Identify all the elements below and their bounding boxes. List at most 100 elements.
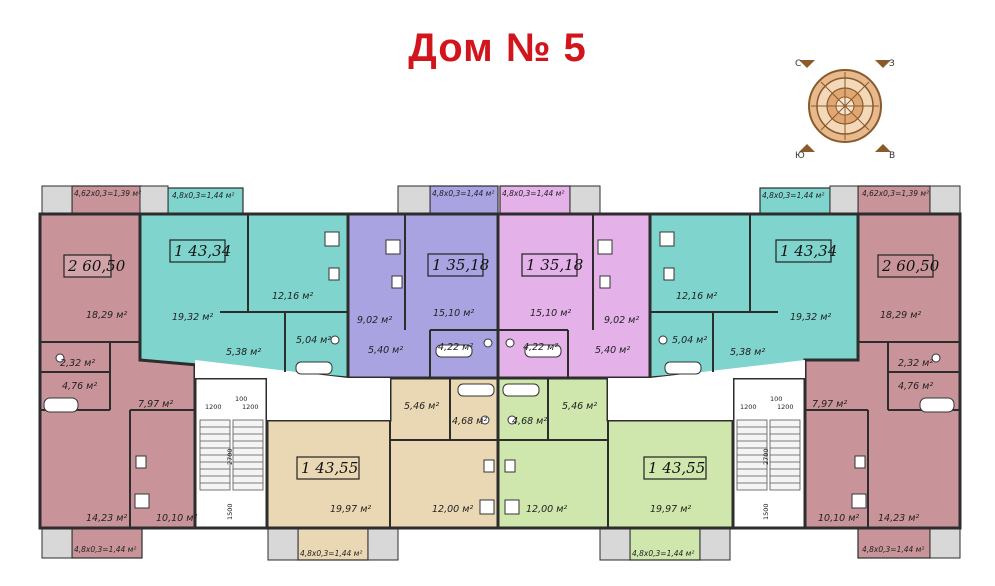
compass-letter: В [889, 151, 895, 161]
dimension-label: 1200 [740, 403, 757, 411]
dimension-label: 1500 [226, 503, 234, 520]
room-area: 4,76 м² [62, 381, 97, 392]
stairs [199, 419, 801, 491]
toilet-icon [55, 353, 65, 363]
apartment-label-a8: 1 43,55 [648, 459, 705, 477]
plan-title: Дом № 5 [408, 26, 587, 70]
balcony-a1-bottom [71, 527, 143, 559]
room-area: 18,29 м² [86, 310, 127, 321]
balcony-labels: 4,62х0,3=1,39 м² 4,8х0,3=1,44 м² 4,8х0,3… [74, 189, 929, 558]
dimension-label: 1200 [777, 403, 794, 411]
bathtub-icon [43, 397, 79, 413]
room-area: 5,40 м² [368, 345, 403, 356]
room-areas: 18,29 м² 2,32 м² 4,76 м² 7,97 м² 14,23 м… [60, 291, 933, 524]
toilet-icon [483, 338, 493, 348]
toilet-icon [330, 335, 340, 345]
dimension-label: 2700 [762, 448, 770, 465]
stove-icon [324, 231, 340, 247]
apartment-labels: 2 60,50 1 43,34 1 35,18 1 35,18 1 43,34 … [63, 239, 940, 480]
room-area: 12,16 м² [676, 291, 717, 302]
dimension-label: 1200 [205, 403, 222, 411]
balcony-a1-top [71, 185, 143, 215]
room-area: 12,00 м² [526, 504, 567, 515]
stove-icon [134, 493, 150, 509]
toilet-icon [507, 415, 517, 425]
outer-wall [39, 213, 961, 529]
apartment-a3 [346, 212, 500, 380]
room-area: 2,32 м² [60, 358, 95, 369]
toilet-icon [931, 353, 941, 363]
room-area: 4,22 м² [438, 342, 473, 353]
apartment-label-a2: 1 43,34 [174, 242, 231, 260]
balcony-label: 4,8х0,3=1,44 м² [862, 545, 924, 554]
balcony-label: 4,8х0,3=1,44 м² [432, 189, 494, 198]
sink-icon [328, 267, 340, 281]
bathtub-icon [919, 397, 955, 413]
stove-icon [597, 239, 613, 255]
room-area: 4,68 м² [512, 416, 547, 427]
dimension-label: 1200 [242, 403, 259, 411]
room-area: 5,46 м² [562, 401, 597, 412]
room-area: 5,04 м² [672, 335, 707, 346]
stair-dimensions: 1200 100 1200 2700 1500 1200 100 1200 27… [205, 395, 794, 520]
apartment-label-a6: 2 60,50 [881, 257, 940, 275]
toilet-icon [505, 338, 515, 348]
balcony-label: 4,8х0,3=1,44 м² [762, 191, 824, 200]
room-area: 15,10 м² [530, 308, 571, 319]
balcony-label: 4,8х0,3=1,44 м² [502, 189, 564, 198]
room-area: 7,97 м² [138, 399, 173, 410]
apartment-label-a4: 1 35,18 [526, 256, 583, 274]
compass-letter: С [795, 59, 801, 69]
bathtub-icon [502, 383, 540, 397]
room-area: 12,16 м² [272, 291, 313, 302]
balcony-label: 4,62х0,3=1,39 м² [74, 189, 141, 198]
room-area: 4,76 м² [898, 381, 933, 392]
apartment-label-a5: 1 43,34 [780, 242, 837, 260]
balconies [41, 185, 961, 561]
room-area: 9,02 м² [357, 315, 392, 326]
apartment-label-a3: 1 35,18 [432, 256, 489, 274]
sink-icon [854, 455, 866, 469]
room-area: 19,97 м² [650, 504, 691, 515]
balcony-label: 4,8х0,3=1,44 м² [632, 549, 694, 558]
balcony-label: 4,8х0,3=1,44 м² [74, 545, 136, 554]
room-area: 14,23 м² [878, 513, 919, 524]
balcony-label: 4,62х0,3=1,39 м² [862, 189, 929, 198]
interior-walls [40, 214, 960, 528]
room-area: 14,23 м² [86, 513, 127, 524]
stove-icon [385, 239, 401, 255]
dimension-label: 100 [770, 395, 782, 403]
stove-icon [659, 231, 675, 247]
compass-rose-icon: С З Ю В [795, 59, 895, 161]
room-area: 5,46 м² [404, 401, 439, 412]
bathtub-icon [524, 344, 562, 358]
room-area: 2,32 м² [898, 358, 933, 369]
room-area: 18,29 м² [880, 310, 921, 321]
room-area: 4,22 м² [523, 342, 558, 353]
corridor [195, 360, 805, 420]
dimension-label: 100 [235, 395, 247, 403]
room-area: 5,40 м² [595, 345, 630, 356]
dimension-label: 2700 [226, 448, 234, 465]
apartment-label-a7: 1 43,55 [301, 459, 358, 477]
stove-icon [479, 499, 495, 515]
balcony-a3-top [429, 185, 499, 215]
sink-icon [135, 455, 147, 469]
room-area: 19,32 м² [172, 312, 213, 323]
room-area: 7,97 м² [812, 399, 847, 410]
room-area: 5,04 м² [296, 335, 331, 346]
stove-icon [851, 493, 867, 509]
room-area: 9,02 м² [604, 315, 639, 326]
apartment-label-a1: 2 60,50 [67, 257, 126, 275]
room-area: 12,00 м² [432, 504, 473, 515]
balcony-a2-top [167, 187, 244, 215]
sink-icon [663, 267, 675, 281]
sink-icon [504, 459, 516, 473]
sink-icon [599, 275, 611, 289]
room-area: 4,68 м² [452, 416, 487, 427]
fixtures [43, 231, 955, 515]
bathtub-icon [664, 361, 702, 375]
balcony-label: 4,8х0,3=1,44 м² [300, 549, 362, 558]
toilet-icon [480, 415, 490, 425]
